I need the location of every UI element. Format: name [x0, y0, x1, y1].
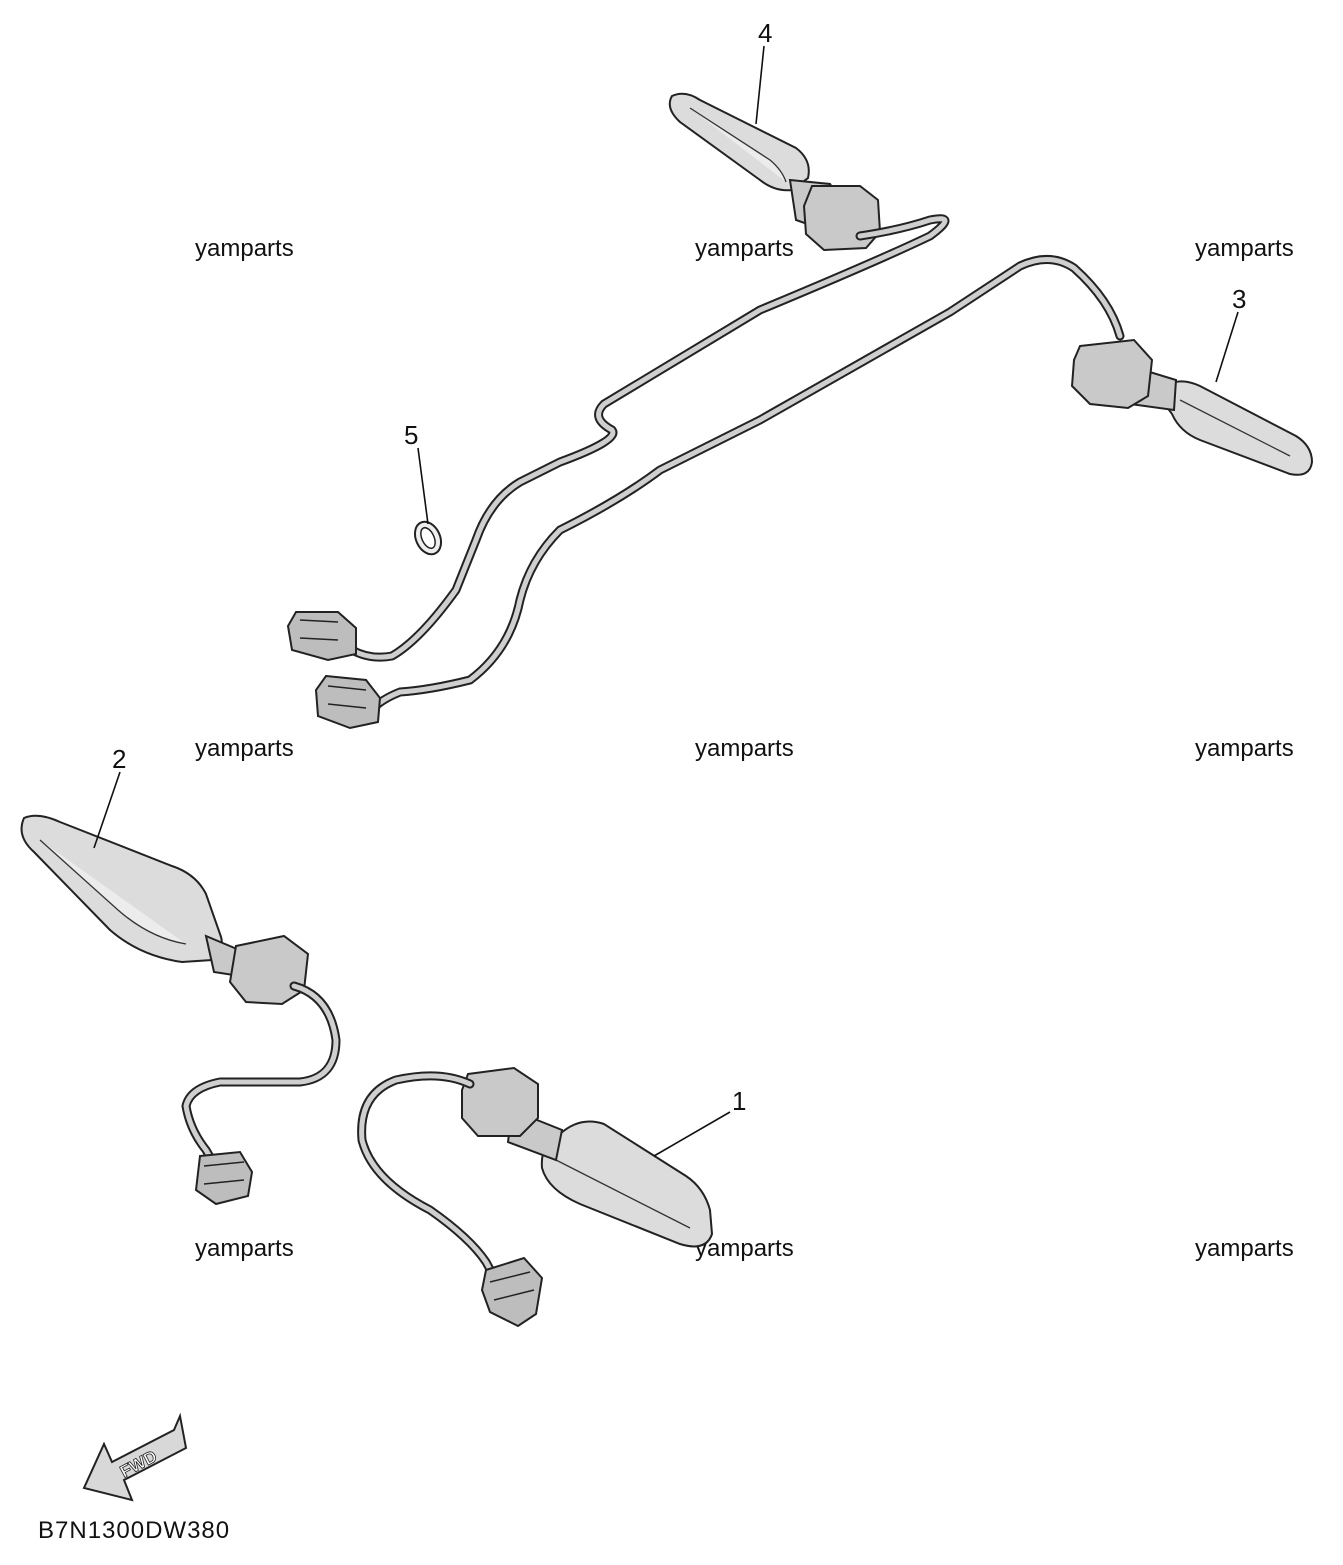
- watermark: yamparts: [195, 1235, 294, 1262]
- watermark: yamparts: [1195, 735, 1294, 762]
- callouts: 4 3 5 2 1: [93, 18, 1246, 1157]
- callout-1: 1: [732, 1086, 746, 1116]
- watermark: yamparts: [1195, 1235, 1294, 1262]
- watermark: yamparts: [195, 235, 294, 262]
- flasher-part-4: [286, 92, 950, 662]
- callout-3: 3: [1232, 284, 1246, 314]
- watermark: yamparts: [695, 1235, 794, 1262]
- watermark: yamparts: [695, 235, 794, 262]
- watermark: yamparts: [195, 735, 294, 762]
- flasher-part-1: [357, 1066, 714, 1328]
- callout-5: 5: [404, 420, 418, 450]
- callout-4: 4: [758, 18, 772, 48]
- watermark-grid: yamparts yamparts yamparts yamparts yamp…: [195, 235, 1294, 1262]
- arrow-icon: [82, 1412, 188, 1502]
- watermark: yamparts: [695, 735, 794, 762]
- watermark: yamparts: [1195, 235, 1294, 262]
- forward-direction-arrow: FWD: [82, 1412, 188, 1502]
- callout-2: 2: [112, 744, 126, 774]
- ring-part-5: [413, 520, 443, 556]
- flasher-part-3: [314, 255, 1314, 730]
- flasher-part-2: [20, 814, 341, 1206]
- diagram-code: B7N1300DW380: [38, 1517, 230, 1544]
